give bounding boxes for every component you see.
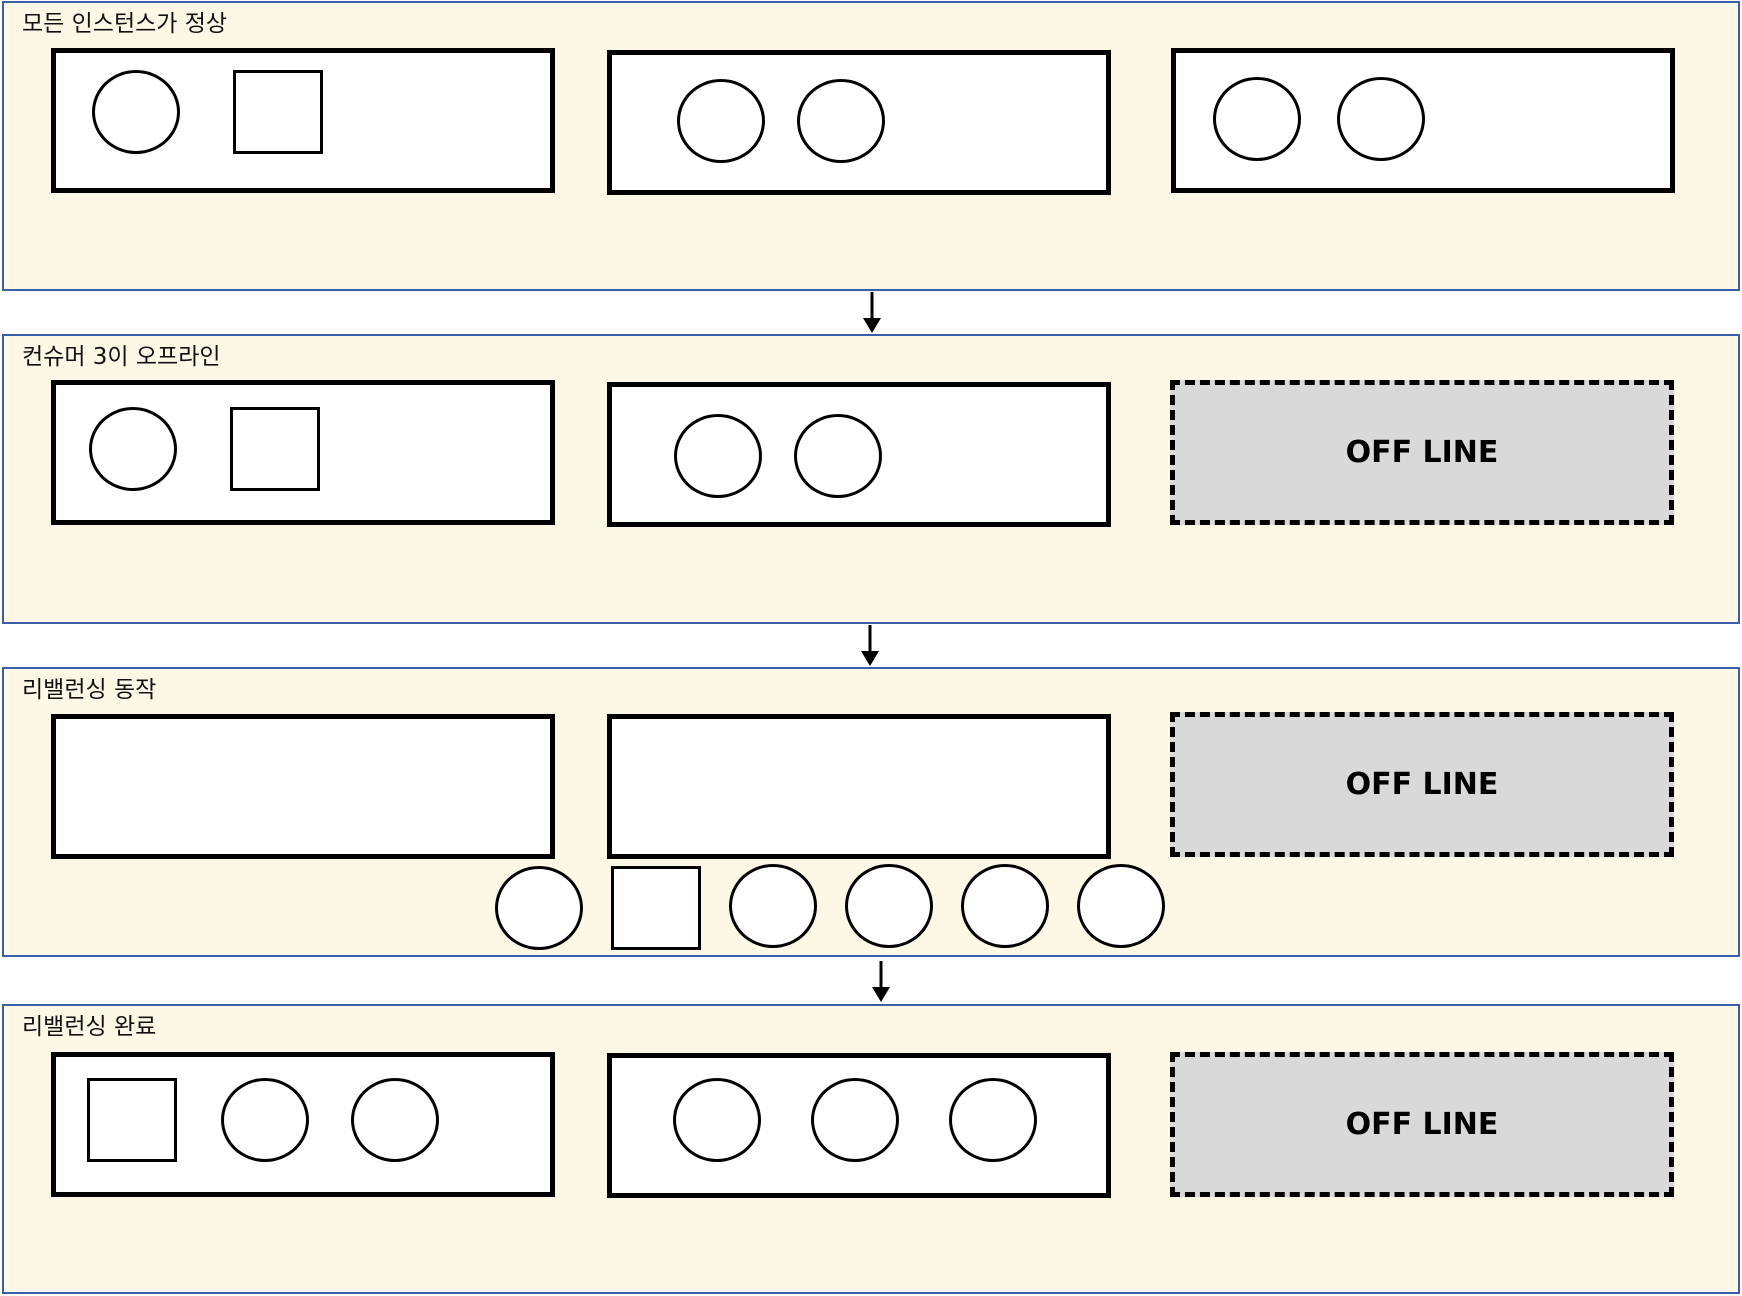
consumer-2	[607, 382, 1111, 527]
partition-circle	[811, 1078, 899, 1162]
consumer-3-offline: OFF LINE	[1170, 1052, 1674, 1197]
partition-circle	[351, 1078, 439, 1162]
partition-circle	[677, 79, 765, 163]
stage-title: 리밸런싱 동작	[22, 677, 157, 703]
offline-label: OFF LINE	[1345, 1107, 1499, 1142]
stage-title: 모든 인스턴스가 정상	[22, 11, 228, 37]
consumer-2	[607, 714, 1111, 859]
partition-circle	[89, 407, 177, 491]
partition-circle	[673, 1078, 761, 1162]
partition-circle	[845, 864, 933, 948]
offline-label: OFF LINE	[1345, 435, 1499, 470]
consumer-1	[51, 48, 555, 193]
partition-circle	[797, 79, 885, 163]
partition-circle	[92, 70, 180, 154]
partition-circle	[221, 1078, 309, 1162]
partition-circle	[674, 414, 762, 498]
consumer-3-offline: OFF LINE	[1170, 712, 1674, 857]
partition-circle	[1337, 77, 1425, 161]
stage-consumer3-offline: 컨슈머 3이 오프라인 OFF LINE	[2, 334, 1740, 624]
stage-all-normal: 모든 인스턴스가 정상	[2, 1, 1740, 291]
consumer-1	[51, 1052, 555, 1197]
stage-rebalancing: 리밸런싱 동작 OFF LINE	[2, 667, 1740, 957]
consumer-3-offline: OFF LINE	[1170, 380, 1674, 525]
partition-square	[233, 70, 323, 154]
partition-circle	[1077, 864, 1165, 948]
partition-circle	[949, 1078, 1037, 1162]
stage-title: 컨슈머 3이 오프라인	[22, 344, 221, 370]
flow-arrow-icon	[872, 961, 890, 1002]
offline-label: OFF LINE	[1345, 767, 1499, 802]
partition-circle	[961, 864, 1049, 948]
consumer-1	[51, 380, 555, 525]
flow-arrow-icon	[863, 292, 881, 333]
partition-circle	[794, 414, 882, 498]
partition-circle	[495, 866, 583, 950]
partition-square	[230, 407, 320, 491]
partition-circle	[1213, 77, 1301, 161]
partition-square	[611, 866, 701, 950]
flow-arrow-icon	[861, 625, 879, 666]
stage-rebalancing-complete: 리밸런싱 완료 OFF LINE	[2, 1004, 1740, 1294]
partition-circle	[729, 864, 817, 948]
consumer-1	[51, 714, 555, 859]
consumer-2	[607, 50, 1111, 195]
consumer-2	[607, 1053, 1111, 1198]
partition-square	[87, 1078, 177, 1162]
consumer-3	[1171, 48, 1675, 193]
stage-title: 리밸런싱 완료	[22, 1014, 157, 1040]
